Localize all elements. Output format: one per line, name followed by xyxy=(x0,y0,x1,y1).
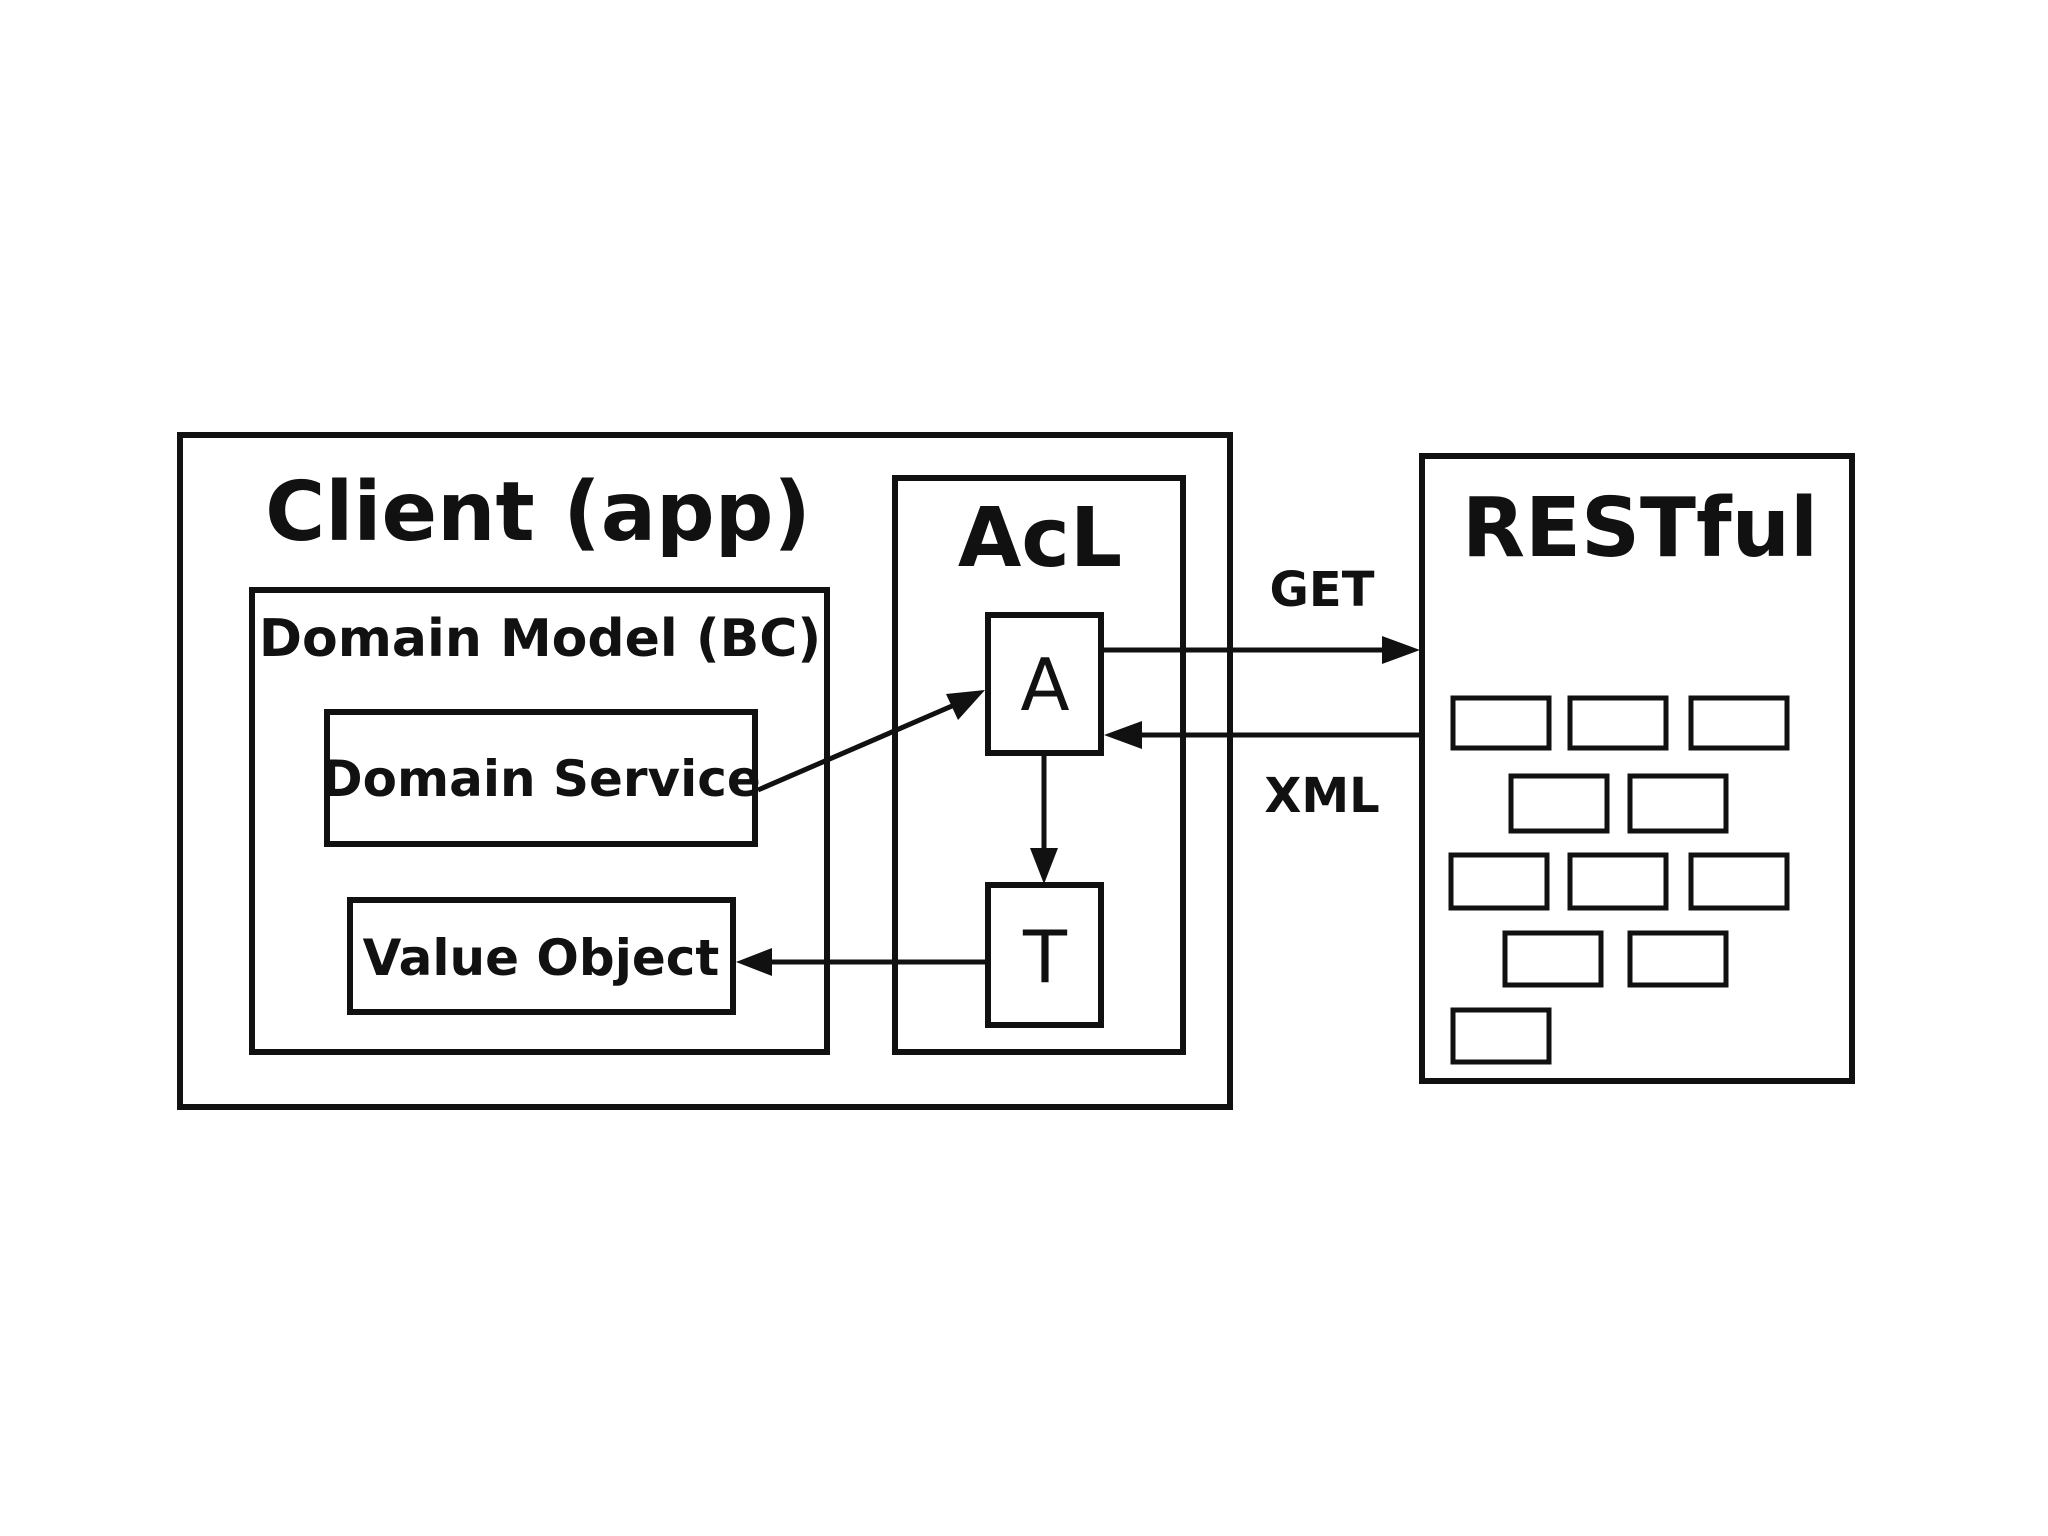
service-block xyxy=(1448,852,1550,911)
adapter-box: A xyxy=(985,612,1104,756)
xml-label: XML xyxy=(1264,768,1379,824)
domain-model-box: Domain Model (BC) xyxy=(249,587,830,1055)
service-block xyxy=(1508,773,1610,834)
arrow-domain-service-to-adapter xyxy=(757,690,985,793)
arrow-xml-response: XML xyxy=(1104,721,1424,824)
adapter-label: A xyxy=(1020,643,1069,727)
acl-title: AcL xyxy=(958,491,1122,586)
client-app-box: Client (app) xyxy=(177,432,1233,1110)
service-block xyxy=(1450,1007,1552,1065)
value-object-label: Value Object xyxy=(363,929,720,987)
service-block xyxy=(1502,930,1604,988)
arrow-get-request: GET xyxy=(1103,562,1420,664)
service-block xyxy=(1450,695,1552,751)
client-app-title: Client (app) xyxy=(265,465,811,560)
restful-service-blocks xyxy=(1448,695,1790,1065)
service-block xyxy=(1627,930,1729,988)
domain-service-label: Domain Service xyxy=(321,750,761,808)
service-block xyxy=(1688,695,1790,751)
service-block xyxy=(1567,852,1669,911)
restful-title: RESTful xyxy=(1462,481,1818,576)
arrow-adapter-to-translator xyxy=(1030,756,1058,884)
service-block xyxy=(1627,773,1729,834)
acl-box: AcL xyxy=(892,475,1186,1055)
domain-model-label: Domain Model (BC) xyxy=(259,609,821,669)
translator-label: T xyxy=(1022,915,1068,999)
service-block xyxy=(1688,852,1790,911)
arrow-translator-to-value-object xyxy=(736,948,986,976)
service-block xyxy=(1567,695,1669,751)
translator-box: T xyxy=(985,882,1104,1028)
restful-box: RESTful xyxy=(1419,453,1855,1084)
value-object-box: Value Object xyxy=(347,897,736,1015)
get-label: GET xyxy=(1270,562,1375,618)
domain-service-box: Domain Service xyxy=(321,709,761,847)
